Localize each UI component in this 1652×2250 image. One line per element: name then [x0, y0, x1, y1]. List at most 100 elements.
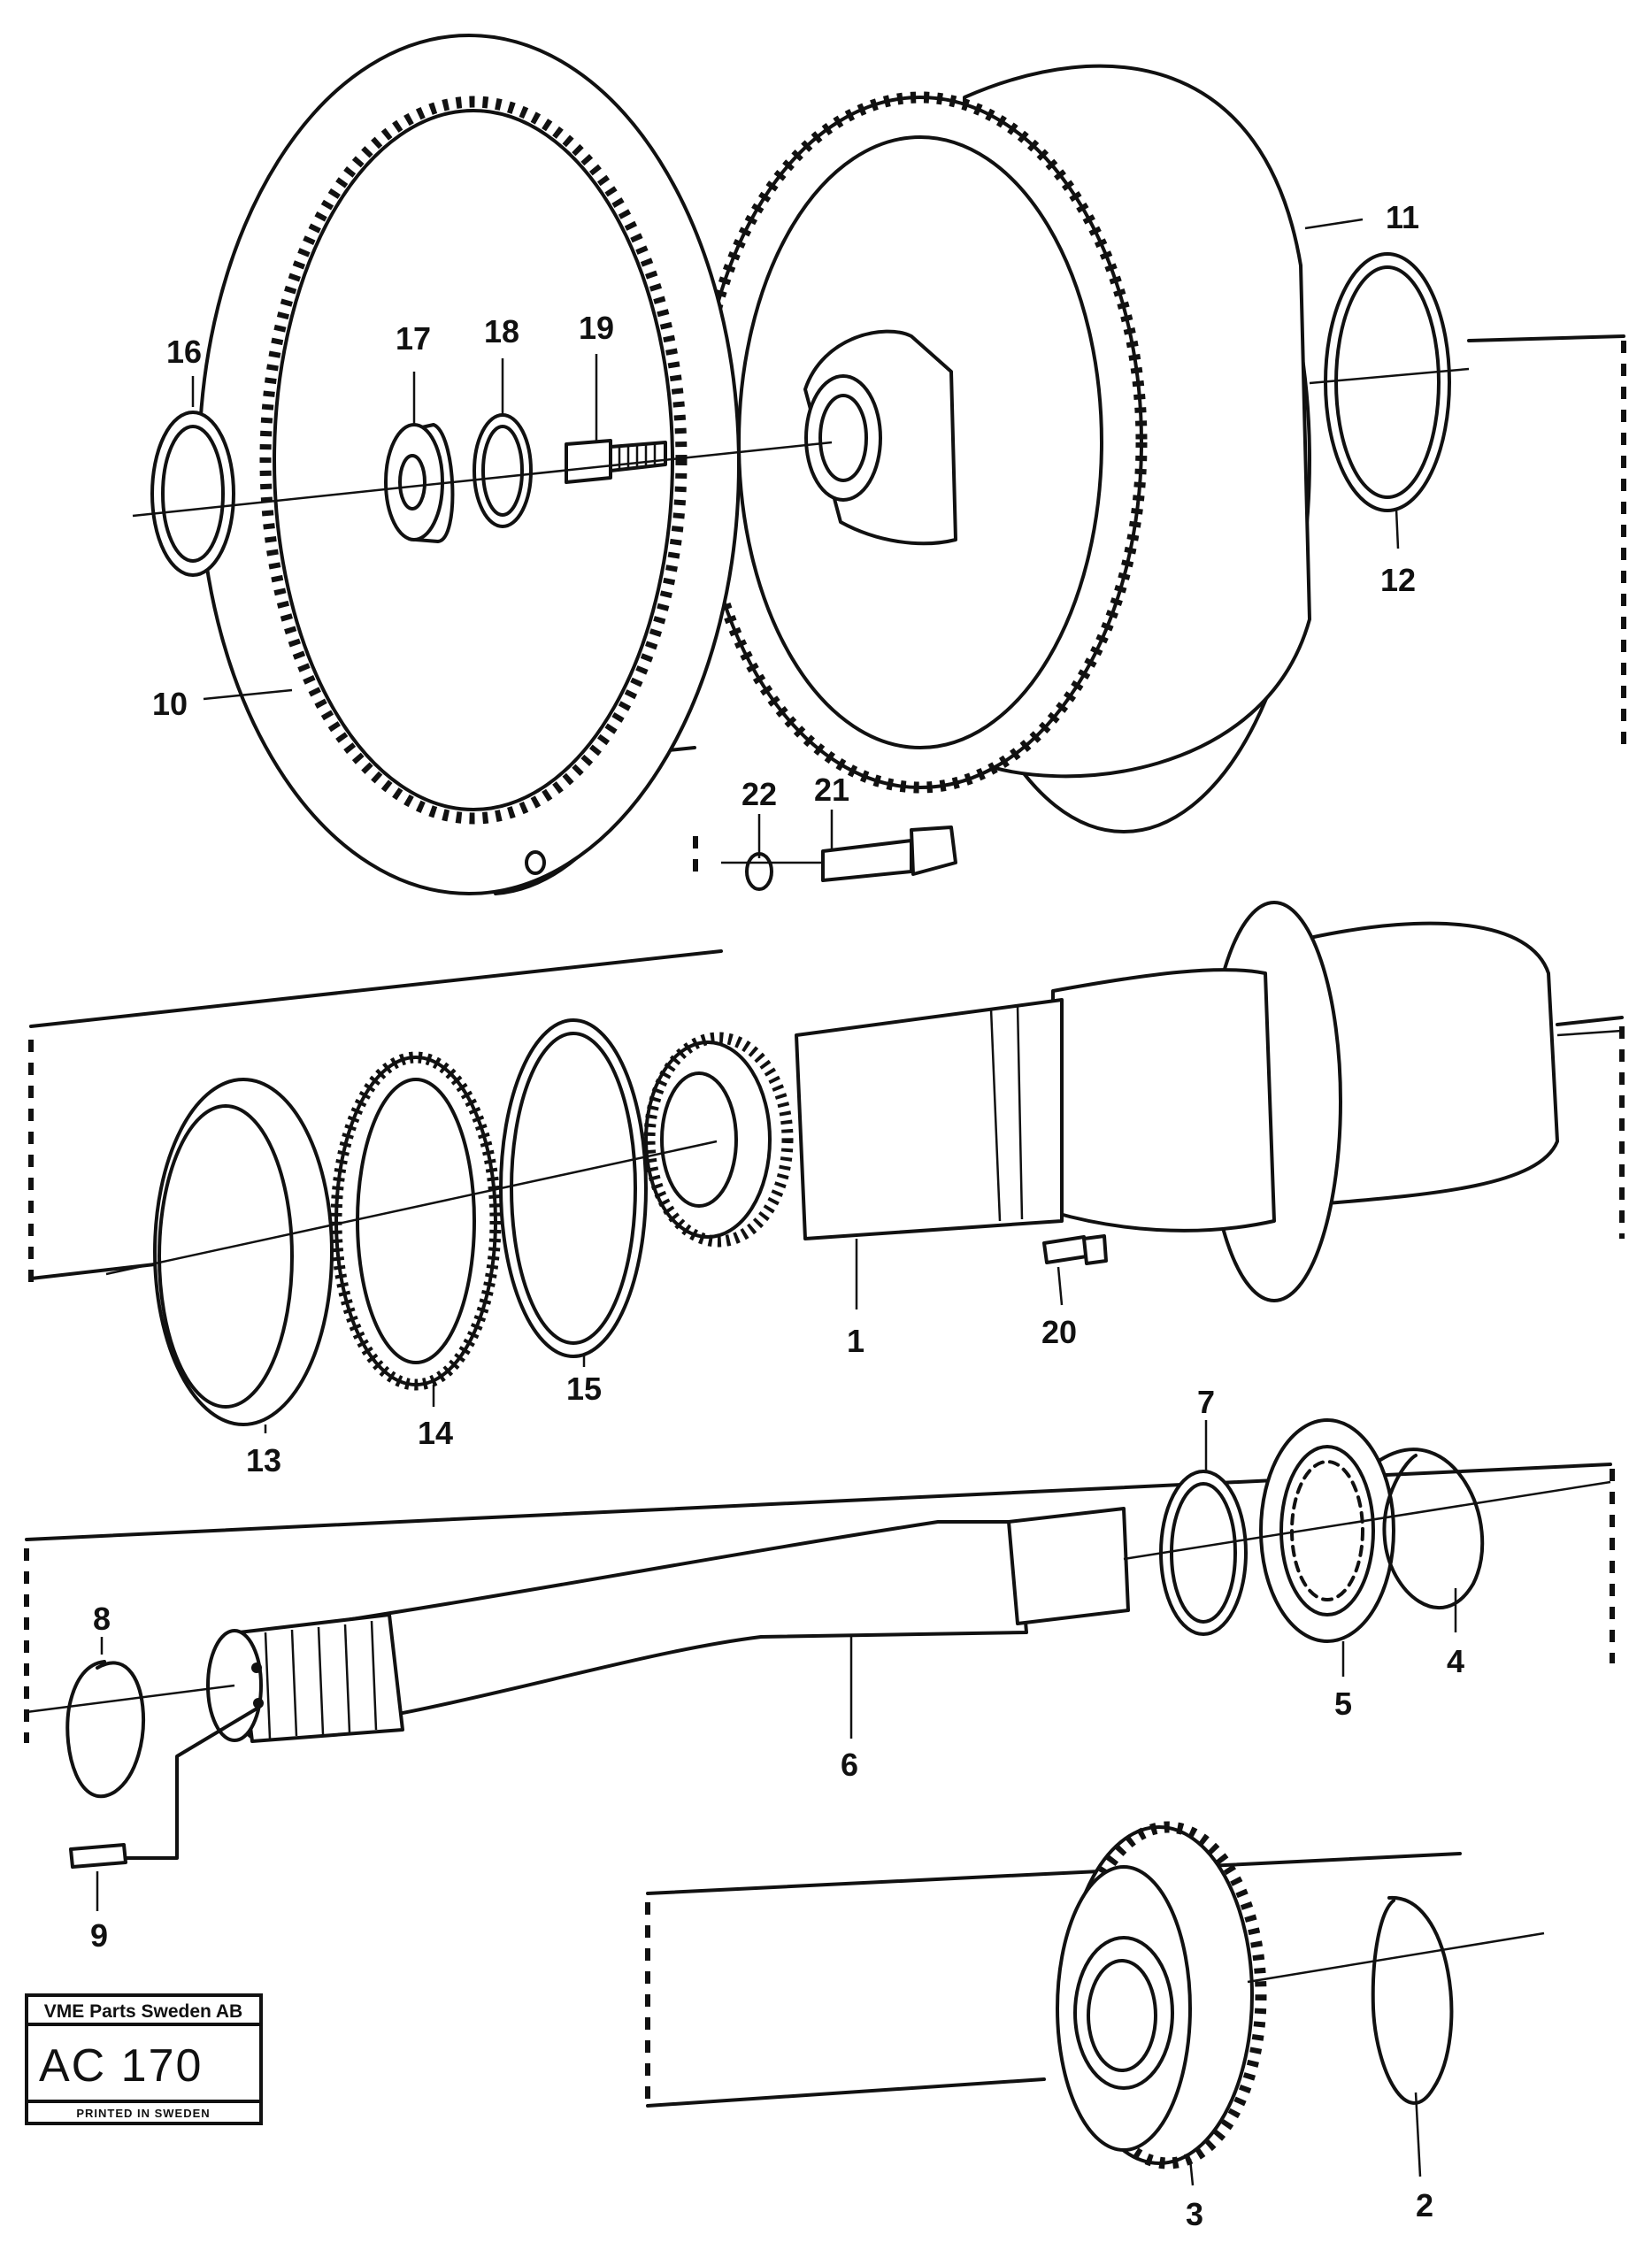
converter-hub-bore: [804, 374, 882, 502]
ring-gear-bolt-hole: [525, 850, 546, 875]
part-5-bearing-balls: [1290, 1460, 1364, 1601]
part-label-10: 10: [152, 686, 188, 722]
part-label-13: 13: [246, 1442, 281, 1478]
leader-lines: [96, 218, 1457, 2186]
ring-gear-teeth: [259, 96, 688, 825]
part-7-ring-inner: [1170, 1482, 1237, 1624]
part-label-18: 18: [484, 313, 519, 349]
part-label-8: 8: [93, 1601, 111, 1637]
shaft-1-steps: [989, 1003, 1024, 1222]
part-label-4: 4: [1447, 1643, 1464, 1679]
shaft-6-spline-tip: [1007, 1507, 1130, 1625]
part-9-pin: [69, 1843, 127, 1869]
part-5-bearing-race: [1279, 1445, 1375, 1616]
middle-assembly-group: [28, 901, 1625, 1426]
part-label-20: 20: [1041, 1314, 1077, 1350]
pin-leader-bracket: [122, 1706, 260, 1860]
shaft-6-spline-lines: [264, 1620, 378, 1739]
shaft-1-body: [795, 998, 1064, 1240]
plane-top-edge: [29, 949, 723, 1028]
part-label-17: 17: [396, 320, 431, 357]
middle-axis-line-right: [1556, 1029, 1623, 1037]
leader-12: [1395, 508, 1400, 549]
top-axis-line-right: [1309, 367, 1470, 385]
ring-gear: [197, 34, 741, 895]
shaft-1-bore: [660, 1071, 738, 1208]
part-16-ring: [150, 411, 235, 577]
part-17-bushing-bore: [398, 454, 426, 511]
part-19-thread-lines: [618, 442, 657, 469]
part-20-bolt-head: [1082, 1234, 1108, 1265]
part-21-bolt-head: [910, 826, 957, 876]
part-15-ring: [499, 1018, 648, 1358]
part-14-teeth: [330, 1051, 502, 1391]
leader-20: [1057, 1266, 1064, 1306]
shaft-6-hole: [251, 1663, 262, 1673]
lower-assembly-group: [24, 1418, 1615, 1869]
hub-body: [1308, 921, 1559, 1205]
part-label-15: 15: [566, 1371, 602, 1407]
part-13-ring: [153, 1078, 334, 1426]
part-20-bolt: [1042, 1235, 1088, 1264]
lower-axis-line-right: [1123, 1480, 1611, 1561]
part-17-bushing: [384, 423, 444, 541]
part-label-11: 11: [1386, 199, 1419, 235]
bottom-axis-line: [1247, 1931, 1545, 1984]
part-4-circlip: [1379, 1448, 1485, 1610]
stamp-printed: PRINTED IN SWEDEN: [76, 2107, 210, 2120]
part-15-ring-inner: [510, 1032, 637, 1345]
part-label-12: 12: [1380, 562, 1416, 598]
part-8-circlip: [65, 1660, 145, 1799]
part-3-gear-teeth: [1069, 1821, 1267, 2169]
part-label-19: 19: [579, 310, 614, 346]
part-label-14: 14: [418, 1415, 453, 1451]
part-13-ring-inner: [158, 1104, 294, 1409]
part-label-9: 9: [90, 1917, 108, 1954]
vme-stamp: VME Parts Sweden AB AC 170 PRINTED IN SW…: [25, 1993, 263, 2125]
hub-cone: [1051, 968, 1276, 1233]
stamp-company: VME Parts Sweden AB: [44, 2001, 242, 2022]
lower-axis-line: [26, 1684, 235, 1714]
part-label-1: 1: [847, 1323, 864, 1359]
shaft-6-hole-2: [253, 1698, 264, 1709]
plane-edge-right: [1467, 334, 1625, 342]
plane-top-edge: [646, 1852, 1462, 1895]
converter-hub-bore-inner: [818, 394, 868, 482]
shaft-6-body: [264, 1520, 1028, 1736]
part-label-5: 5: [1334, 1686, 1352, 1722]
part-16-ring-inner: [161, 425, 225, 563]
part-14-inner: [356, 1078, 476, 1364]
torque-converter: [693, 64, 1311, 833]
part-label-6: 6: [841, 1747, 858, 1783]
part-21-bolt-shank: [821, 839, 913, 882]
leader-2: [1414, 2092, 1422, 2177]
part-labels: 1 2 3 4 5 6 7 8 9 10 11 12 13 14 15 16 1…: [90, 199, 1464, 2232]
leader-10: [203, 688, 293, 701]
part-label-16: 16: [166, 334, 202, 370]
part-19-bolt-head: [565, 439, 612, 484]
part-12-ring-inner: [1334, 265, 1441, 499]
part-label-3: 3: [1186, 2196, 1203, 2232]
shaft-1-spline-end: [644, 1041, 772, 1239]
plane-bottom-edge: [646, 2077, 1046, 2108]
part-7-ring: [1159, 1470, 1248, 1636]
bottom-assembly-group: [645, 1821, 1545, 2169]
leader-11: [1304, 218, 1364, 230]
part-label-2: 2: [1416, 2187, 1433, 2223]
part-12-ring: [1324, 252, 1451, 512]
stamp-code: AC 170: [39, 2040, 203, 2092]
part-22-washer: [745, 852, 773, 891]
top-axis-line: [132, 441, 833, 518]
part-18-ring-inner: [481, 425, 524, 517]
part-label-21: 21: [814, 772, 849, 808]
plane-right-top: [1556, 1016, 1624, 1026]
part-label-7: 7: [1197, 1384, 1215, 1420]
middle-axis-line: [105, 1140, 718, 1276]
shaft-1-splines: [643, 1032, 794, 1248]
converter-teeth: [693, 91, 1148, 794]
part-label-22: 22: [741, 776, 777, 812]
part-3-gear-bore: [1087, 1959, 1157, 2072]
leader-3: [1188, 2158, 1195, 2186]
top-assembly-group: [132, 34, 1626, 895]
